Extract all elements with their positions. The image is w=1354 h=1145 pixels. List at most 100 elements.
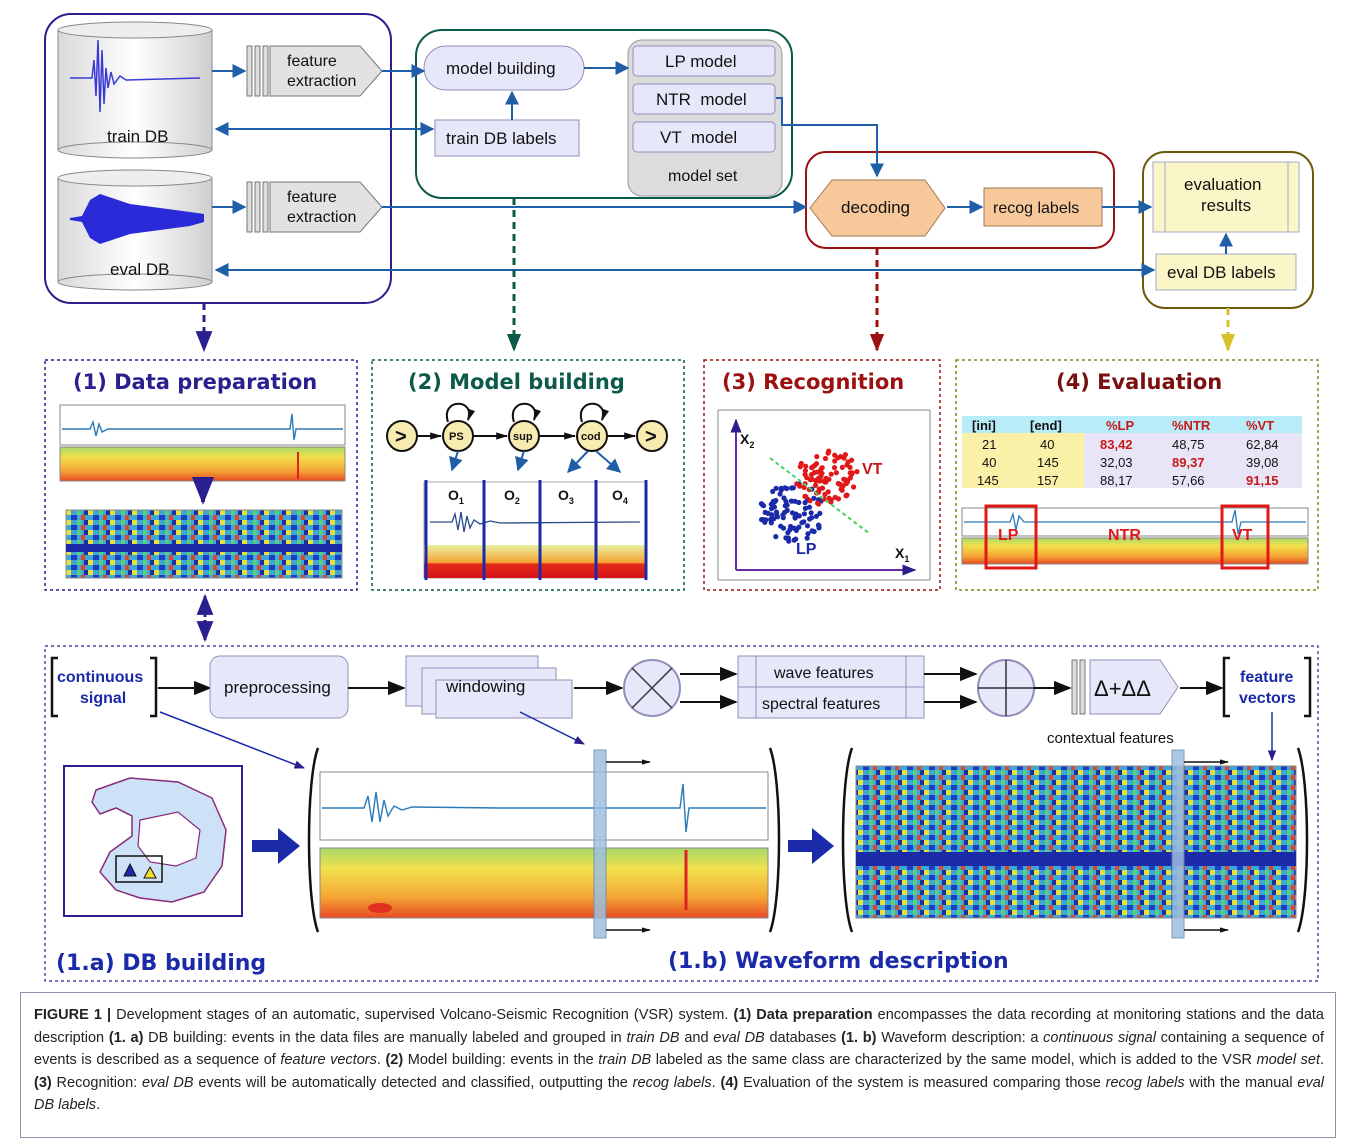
- evaluation-results-node[interactable]: [1152, 161, 1300, 233]
- caption-italic: continuous signal: [1043, 1029, 1156, 1046]
- eval-db-label: eval DB: [110, 260, 170, 279]
- lp-point: [763, 517, 769, 523]
- lp-point: [804, 523, 811, 529]
- caption-italic: eval DB: [141, 1074, 194, 1091]
- caption-text: Development stages of an automatic, supe…: [111, 1007, 734, 1023]
- ntr-model-node[interactable]: [632, 83, 776, 115]
- r2-c4: 91,15: [1246, 473, 1279, 488]
- train-waveform: [70, 39, 201, 113]
- vt-point: [807, 498, 813, 504]
- vt-point: [819, 465, 825, 471]
- r2-c1: 157: [1037, 473, 1059, 488]
- vt-point: [851, 484, 857, 490]
- evaluation-results-line2: results: [1201, 196, 1251, 215]
- stage3-title: (3) Recognition: [722, 370, 904, 394]
- map-to-waveform-arrow: [252, 828, 300, 864]
- r0-c2: 83,42: [1100, 437, 1133, 452]
- multiply-node: [623, 659, 681, 717]
- th-ini: [ini]: [972, 418, 996, 433]
- vt-point: [819, 485, 826, 491]
- caption-italic: recog labels: [632, 1074, 712, 1091]
- r0-c1: 40: [1040, 437, 1054, 452]
- r2-c0: 145: [977, 473, 999, 488]
- vt-point: [831, 465, 838, 471]
- train-db-label: train DB: [107, 127, 168, 146]
- caption-text: Model building: events in the: [403, 1052, 599, 1068]
- stage4-title: (4) Evaluation: [1056, 370, 1222, 394]
- vt-point: [797, 464, 803, 470]
- lp-point: [808, 510, 814, 516]
- r0-c4: 62,84: [1246, 437, 1279, 452]
- r2-c3: 57,66: [1172, 473, 1205, 488]
- caption-text: .: [96, 1097, 101, 1113]
- class-vt-label: VT: [862, 461, 883, 478]
- lp-point: [796, 524, 802, 530]
- lp-point: [816, 522, 822, 528]
- r1-c0: 40: [982, 455, 996, 470]
- vt-point: [835, 480, 841, 487]
- obs-o1: O1: [448, 487, 464, 506]
- eval-db-labels-node[interactable]: [1155, 253, 1297, 291]
- decoding-node[interactable]: [809, 179, 946, 237]
- caption-text: and: [679, 1029, 714, 1046]
- vt-point: [802, 471, 808, 478]
- model-building-label: model building: [446, 59, 556, 78]
- preprocessing-label: preprocessing: [224, 678, 331, 697]
- feature-extraction-eval[interactable]: feature extraction: [246, 181, 383, 233]
- caption-text: Evaluation of the system is measured com…: [738, 1074, 1106, 1091]
- hmm-end-node: [636, 420, 668, 452]
- recog-labels-node[interactable]: [983, 187, 1103, 227]
- th-vt: %VT: [1246, 418, 1274, 433]
- stage4-spectrogram: [961, 537, 1309, 565]
- lp-model-node[interactable]: [632, 45, 776, 77]
- eval-waveform-envelope: [70, 194, 204, 244]
- vt-point: [812, 482, 819, 488]
- caption-bold: (2): [385, 1052, 404, 1068]
- fe1-line2: extraction: [287, 73, 356, 90]
- caption-text: events will be automatically detected an…: [193, 1074, 633, 1091]
- train-db-labels-node[interactable]: [434, 119, 580, 157]
- concat-node: [977, 659, 1035, 717]
- lp-point: [777, 491, 783, 497]
- delta-node[interactable]: Δ+ΔΔ: [1071, 659, 1179, 715]
- lp-point: [789, 510, 796, 516]
- lp-point: [811, 528, 817, 535]
- obs-o3: O3: [558, 487, 574, 506]
- vt-point: [825, 489, 831, 495]
- vt-point: [849, 457, 855, 463]
- lp-point: [780, 525, 787, 531]
- lp-point: [786, 538, 792, 544]
- lp-point: [789, 485, 795, 491]
- lp-point: [793, 536, 799, 542]
- vt-point: [854, 469, 860, 475]
- x-axis-label: X1: [895, 545, 909, 564]
- caption-bold: (1. a): [108, 1029, 144, 1046]
- feature-types-node[interactable]: wave features spectral features: [737, 655, 925, 719]
- lp-point: [807, 516, 813, 522]
- lp-point: [762, 509, 768, 515]
- caption-text: containing a sequence of events is descr…: [34, 1029, 1325, 1069]
- continuous-signal-line2: signal: [80, 690, 126, 707]
- feature-extraction-train[interactable]: feature extraction: [246, 45, 383, 97]
- windowing-node[interactable]: windowing: [405, 655, 573, 719]
- class-lp-label: LP: [796, 541, 817, 558]
- vt-model-node[interactable]: [632, 121, 776, 153]
- r2-c2: 88,17: [1100, 473, 1133, 488]
- vt-point: [826, 476, 832, 482]
- arrow-ntr-to-decoding: [776, 97, 884, 178]
- lp-point: [792, 498, 798, 504]
- vt-point: [835, 496, 842, 502]
- caption-italic: feature vectors: [280, 1052, 377, 1068]
- vt-point: [803, 494, 809, 500]
- hmm-end-label: >: [645, 426, 657, 448]
- train-db-cylinder[interactable]: train DB: [57, 21, 213, 159]
- caption-text: encompasses the data recording at monito…: [34, 1007, 1324, 1046]
- vt-point: [843, 492, 849, 498]
- y-axis-label: X2: [740, 431, 754, 450]
- eval-db-cylinder[interactable]: eval DB: [57, 169, 213, 291]
- delta-label: Δ+ΔΔ: [1094, 676, 1151, 701]
- fe2-line1: feature: [287, 189, 337, 206]
- train-db-labels-label: train DB labels: [446, 129, 557, 148]
- hmm-state-cod-label: cod: [581, 431, 601, 443]
- waveform-description-title: (1.b) Waveform description: [668, 949, 1009, 974]
